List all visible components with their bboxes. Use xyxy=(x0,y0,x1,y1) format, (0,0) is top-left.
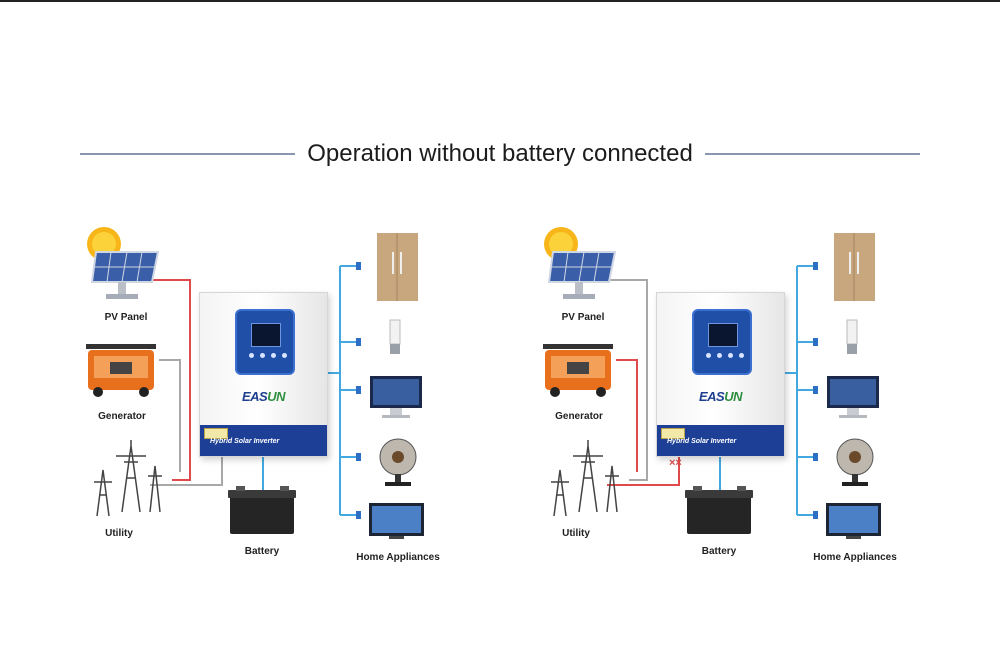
utility-line xyxy=(607,457,680,486)
electric-fan-icon xyxy=(379,438,417,486)
disconnect-mark: ×× xyxy=(669,457,682,469)
diagram-left: PV Panel Generator Utility Battery Home … xyxy=(0,0,460,658)
pv-panel-label: PV Panel xyxy=(561,312,605,323)
pv-line xyxy=(153,279,191,481)
computer-monitor-icon xyxy=(827,376,879,418)
home-appliances-label: Home Appliances xyxy=(813,552,897,563)
utility-line xyxy=(150,457,223,486)
inverter-brand-logo: EASUN xyxy=(241,389,286,404)
utility-label: Utility xyxy=(562,528,590,539)
refrigerator-icon xyxy=(834,233,875,301)
page-title: Operation without battery connected xyxy=(307,140,693,167)
television-icon xyxy=(369,503,424,539)
pv-panel-icon xyxy=(90,251,160,299)
battery-icon xyxy=(685,486,753,534)
hybrid-inverter: EASUN Hybrid Solar Inverter xyxy=(199,292,328,457)
battery-label: Battery xyxy=(701,546,737,557)
appliance-plugs xyxy=(340,265,358,516)
warning-sticker xyxy=(661,428,685,439)
inverter-control-panel xyxy=(235,309,295,375)
output-line xyxy=(783,266,798,515)
pv-panel-label: PV Panel xyxy=(104,312,148,323)
diagram-drawing xyxy=(86,227,424,539)
utility-tower-icon xyxy=(94,440,162,517)
inverter-control-panel xyxy=(692,309,752,375)
hybrid-inverter: EASUN Hybrid Solar Inverter xyxy=(656,292,785,457)
refrigerator-icon xyxy=(377,233,418,301)
light-bulb-icon xyxy=(389,319,401,354)
diagram-right: ×× xyxy=(457,0,917,658)
title-rule-left xyxy=(80,153,296,155)
light-bulb-icon xyxy=(846,319,858,354)
appliance-plugs xyxy=(797,265,815,516)
warning-sticker xyxy=(204,428,228,439)
inverter-model-text: Hybrid Solar Inverter xyxy=(210,438,280,445)
utility-label: Utility xyxy=(105,528,133,539)
pv-panel-icon xyxy=(547,251,617,299)
top-border xyxy=(0,0,1000,2)
electric-fan-icon xyxy=(836,438,874,486)
utility-tower-icon xyxy=(551,440,619,517)
home-appliances-label: Home Appliances xyxy=(356,552,440,563)
inverter-lcd-display xyxy=(251,323,281,347)
battery-icon xyxy=(228,486,296,534)
generator-icon xyxy=(543,344,613,397)
generator-label: Generator xyxy=(555,411,603,422)
computer-monitor-icon xyxy=(370,376,422,418)
inverter-buttons xyxy=(706,353,744,358)
inverter-lcd-display xyxy=(708,323,738,347)
inverter-model-text: Hybrid Solar Inverter xyxy=(667,438,737,445)
diagram-drawing: ×× xyxy=(543,227,881,539)
title-row: Operation without battery connected xyxy=(80,138,921,170)
battery-label: Battery xyxy=(244,546,280,557)
generator-line xyxy=(159,359,181,472)
inverter-buttons xyxy=(249,353,287,358)
inverter-brand-logo: EASUN xyxy=(698,389,743,404)
title-rule-right xyxy=(704,153,921,155)
generator-line xyxy=(616,359,638,472)
inverter-front-band: Hybrid Solar Inverter xyxy=(657,425,784,456)
television-icon xyxy=(826,503,881,539)
inverter-front-band: Hybrid Solar Inverter xyxy=(200,425,327,456)
output-line xyxy=(326,266,341,515)
generator-icon xyxy=(86,344,156,397)
generator-label: Generator xyxy=(98,411,146,422)
pv-line xyxy=(610,279,648,481)
plug-heads xyxy=(356,262,361,519)
plug-heads xyxy=(813,262,818,519)
